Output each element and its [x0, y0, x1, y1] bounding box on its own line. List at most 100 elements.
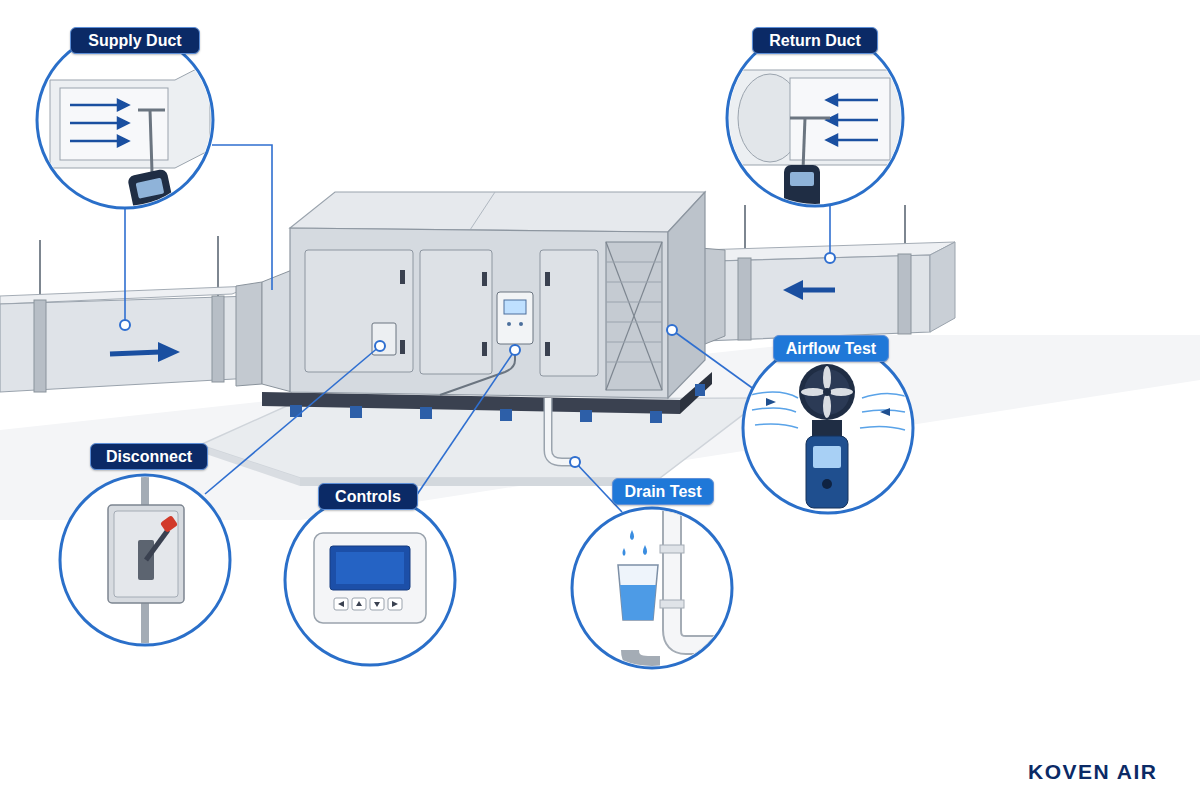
airflow-callout-part-part-part	[801, 388, 825, 396]
airflow-callout-part-part-part	[823, 394, 831, 418]
controls-callout-part-part-part	[392, 601, 398, 607]
drain-callout-part-part	[672, 505, 740, 645]
air-handling-unit-part	[482, 342, 487, 356]
supply-callout-part-part	[136, 178, 165, 199]
drain-pipe-part	[548, 398, 580, 462]
airflow-callout-part-part-part	[860, 426, 905, 430]
callout-label: Drain Test	[612, 478, 714, 505]
floor-part	[200, 445, 300, 486]
return-callout-part-part	[803, 118, 805, 170]
airflow-callout-part-part	[801, 366, 853, 418]
label-text-group: Disconnect	[106, 448, 192, 466]
air-handling-unit-part	[606, 362, 662, 363]
label-text: Disconnect	[106, 448, 192, 466]
supply-callout-part-part-part	[70, 122, 120, 125]
air-handling-unit-part	[290, 228, 668, 398]
drain-callout-part-part	[618, 565, 658, 620]
leader-lines-part	[124, 206, 126, 325]
air-handling-unit-part	[400, 270, 405, 284]
return-callout-part-part-part	[835, 139, 878, 142]
controls-callout-part-part-part	[356, 601, 362, 606]
controls-callout-part-part	[314, 533, 426, 623]
return-callout-part-part	[720, 70, 910, 165]
air-handling-unit-part	[606, 242, 662, 390]
air-handling-unit-part	[305, 250, 413, 372]
disconnect-callout-part-part	[160, 515, 178, 533]
return-duct-part	[930, 242, 955, 332]
air-handling-unit-part	[606, 262, 662, 263]
disconnect-callout-part-part	[114, 511, 178, 597]
return-callout	[720, 30, 910, 213]
controls-callout-part-part-part	[388, 598, 402, 610]
return-duct-part	[898, 254, 911, 334]
supply-callout-part	[50, 62, 210, 228]
leader-dots-part	[667, 325, 677, 335]
supply-duct-part	[34, 300, 46, 392]
air-handling-unit-part	[606, 242, 662, 390]
callout-label: Airflow Test	[773, 335, 889, 362]
return-callout-part-part	[827, 95, 878, 145]
return-callout-part-part	[790, 172, 814, 186]
base-frame-part	[350, 406, 362, 418]
supply-callout-part-part	[70, 100, 128, 146]
supply-duct-part	[110, 352, 160, 354]
airflow-callout-part-part	[799, 364, 855, 420]
airflow-callout-part-part-part	[829, 388, 853, 396]
label-text-group: Airflow Test	[786, 340, 876, 358]
disconnect-callout	[60, 470, 230, 660]
return-callout-part-part-part	[827, 135, 837, 145]
leader-lines-part	[205, 346, 380, 494]
controls-callout-part-part-part	[334, 598, 348, 610]
return-callout-part-part-part	[827, 95, 837, 105]
air-handling-unit-part	[606, 302, 662, 303]
air-handling-unit-part	[519, 322, 523, 326]
supply-duct-part	[158, 342, 180, 362]
leader-lines-part	[212, 145, 272, 290]
air-handling-unit-part	[540, 250, 598, 376]
airflow-callout-part-part	[806, 436, 848, 508]
supply-callout-part-part-part	[70, 104, 120, 107]
brand-logo: KOVEN AIR	[1028, 760, 1157, 784]
leader-lines	[125, 145, 830, 512]
supply-callout-part-part-part	[118, 136, 128, 146]
airflow-callout-part-part	[813, 446, 841, 468]
drain-callout-part-part	[660, 545, 684, 553]
controls-callout	[285, 495, 455, 665]
drain-callout-part-part	[630, 530, 634, 540]
return-duct-part	[738, 258, 751, 340]
base-frame-part	[695, 384, 705, 396]
airflow-callout-part-part-part	[752, 408, 796, 412]
controls-callout-part-part	[336, 552, 404, 584]
airflow-callout-part-part-part	[862, 393, 905, 398]
leader-dots-part	[510, 345, 520, 355]
base-frame-part	[580, 410, 592, 422]
air-handling-unit-part	[290, 192, 705, 232]
controls-callout-part-part-part	[352, 598, 366, 610]
leader-dots-part	[375, 341, 385, 351]
label-text-group: Drain Test	[624, 483, 701, 501]
supply-duct-part	[0, 296, 252, 392]
air-handling-unit-part	[497, 292, 533, 344]
drain-pipe-part	[548, 398, 580, 462]
label-text-group: Controls	[335, 488, 401, 506]
air-handling-unit-part	[507, 322, 511, 326]
supply-duct-part	[212, 296, 224, 382]
label-text: Return Duct	[769, 32, 861, 50]
label-text: Supply Duct	[88, 32, 181, 50]
leader-lines-part	[672, 330, 762, 395]
controls-callout-part	[314, 533, 426, 623]
airflow-callout-part-part-part	[823, 366, 831, 390]
supply-duct	[0, 236, 292, 392]
air-handling-unit-part	[482, 272, 487, 286]
base-frame-part	[650, 411, 662, 423]
air-handling-unit-part	[606, 322, 662, 323]
airflow-callout-part-part	[822, 479, 832, 489]
airflow-callout-part-part-part	[750, 392, 798, 398]
leader-dots-part	[120, 320, 130, 330]
return-callout-part-part	[790, 117, 830, 120]
airflow-callout-part	[743, 343, 913, 513]
disconnect-callout-part-part	[108, 505, 184, 603]
label-text: Controls	[335, 488, 401, 506]
